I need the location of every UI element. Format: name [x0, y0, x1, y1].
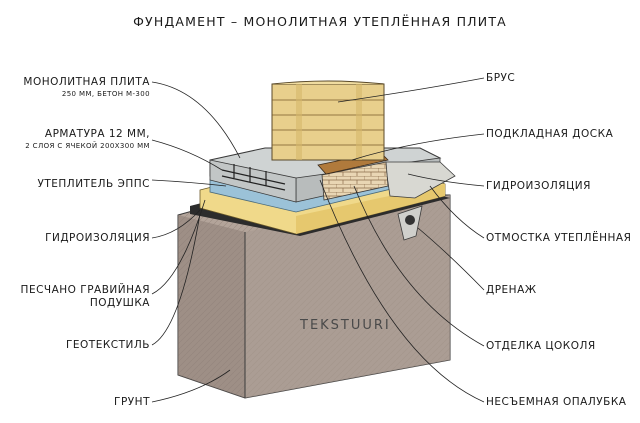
label-slab-sub: 250 ММ, БЕТОН М-300 [61, 90, 150, 98]
label-rebar-sub: 2 СЛОЯ С ЯЧЕКОЙ 200Х300 ММ [25, 142, 150, 150]
label-sand-gravel-1: ПЕСЧАНО ГРАВИЙНАЯ [20, 284, 150, 296]
label-geotextile: ГЕОТЕКСТИЛЬ [65, 339, 150, 351]
label-waterproofing-left: ГИДРОИЗОЛЯЦИЯ [45, 232, 150, 244]
label-drainage: ДРЕНАЖ [486, 284, 537, 296]
plinth-finish [321, 161, 389, 201]
label-plinth-finish: ОТДЕЛКА ЦОКОЛЯ [486, 340, 596, 352]
label-slab: МОНОЛИТНАЯ ПЛИТА [23, 76, 150, 88]
rebar-grid [221, 164, 286, 191]
label-sand-gravel-2: ПОДУШКА [89, 297, 150, 309]
drainage-pipe [397, 205, 423, 241]
label-blind-area: ОТМОСТКА УТЕПЛЁННАЯ [486, 232, 632, 244]
leader-lines [151, 77, 485, 403]
label-soil: ГРУНТ [114, 396, 150, 408]
label-pad-board: ПОДКЛАДНАЯ ДОСКА [486, 128, 614, 140]
label-beam: БРУС [486, 72, 516, 84]
watermark-text: TEKSTUURI [300, 318, 391, 333]
label-formwork: НЕСЪЕМНАЯ ОПАЛУБКА [486, 396, 627, 408]
label-insulation: УТЕПЛИТЕЛЬ ЭППС [37, 178, 150, 190]
page-title: ФУНДАМЕНТ – МОНОЛИТНАЯ УТЕПЛЁННАЯ ПЛИТА [133, 14, 507, 29]
timber-wall [271, 80, 385, 161]
label-rebar: АРМАТУРА 12 ММ, [44, 128, 150, 140]
label-waterproofing-right: ГИДРОИЗОЛЯЦИЯ [486, 180, 591, 192]
soil-block [177, 194, 451, 399]
blind-area [384, 161, 456, 199]
